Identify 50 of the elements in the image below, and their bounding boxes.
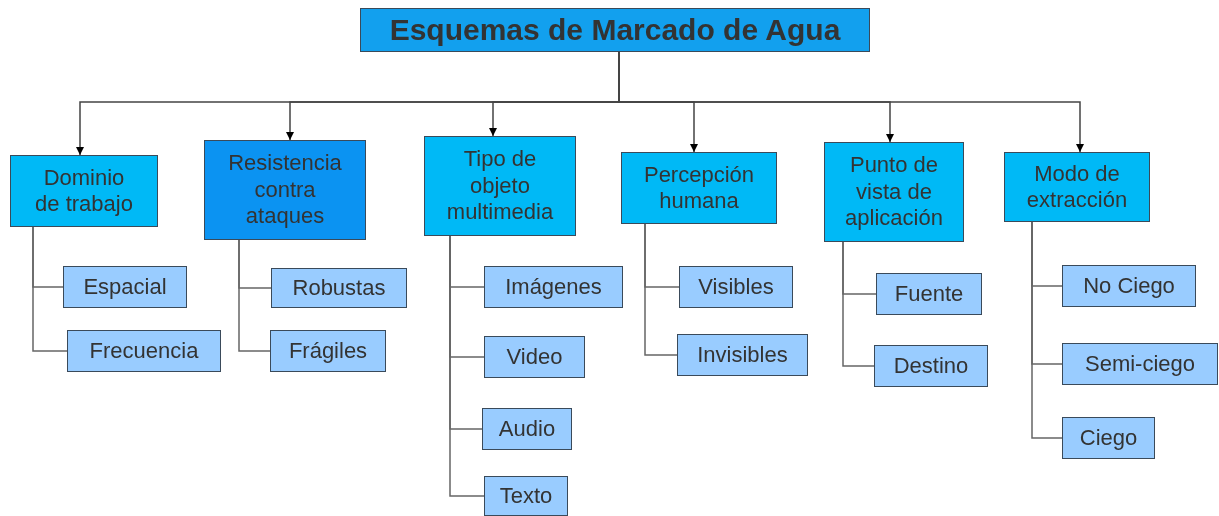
item-box bbox=[484, 336, 585, 378]
item-box bbox=[270, 330, 386, 372]
box-label: Espacial bbox=[83, 273, 167, 301]
box-label: Video bbox=[506, 343, 563, 371]
box-label: Resistencia contra ataques bbox=[227, 150, 343, 230]
item-box bbox=[271, 268, 407, 308]
box-label: Invisibles bbox=[697, 341, 788, 369]
item-box bbox=[1062, 417, 1155, 459]
connector-line bbox=[1031, 221, 1063, 439]
box-label: Visibles bbox=[698, 273, 774, 301]
box-label: Ciego bbox=[1079, 424, 1138, 452]
connector-line bbox=[238, 239, 271, 352]
box-label: Dominio de trabajo bbox=[34, 164, 134, 218]
box-label: Frágiles bbox=[288, 337, 368, 365]
category-box bbox=[10, 155, 158, 227]
box-label: Percepción humana bbox=[642, 161, 756, 215]
category-box bbox=[1004, 152, 1150, 222]
category-box bbox=[424, 136, 576, 236]
item-box bbox=[677, 334, 808, 376]
item-box bbox=[484, 266, 623, 308]
item-box bbox=[67, 330, 221, 372]
box-label: Esquemas de Marcado de Agua bbox=[389, 12, 841, 48]
connector-line bbox=[644, 223, 678, 356]
box-label: Modo de extracción bbox=[1025, 160, 1129, 214]
box-label: Robustas bbox=[292, 274, 386, 302]
connector-line bbox=[449, 235, 485, 497]
box-label: Semi-ciego bbox=[1084, 350, 1195, 378]
title-box bbox=[360, 8, 870, 52]
category-box bbox=[621, 152, 777, 224]
item-box bbox=[63, 266, 187, 308]
connector-line bbox=[842, 241, 875, 367]
box-label: Imágenes bbox=[505, 273, 602, 301]
box-label: Frecuencia bbox=[89, 337, 199, 365]
box-label: Fuente bbox=[894, 280, 964, 308]
category-box bbox=[824, 142, 964, 242]
item-box bbox=[484, 476, 568, 516]
box-label: Tipo de objeto multimedia bbox=[445, 146, 555, 226]
box-label: Destino bbox=[893, 352, 969, 380]
item-box bbox=[876, 273, 982, 315]
box-label: Audio bbox=[498, 415, 556, 443]
item-box bbox=[482, 408, 572, 450]
box-label: Punto de vista de aplicación bbox=[844, 152, 944, 232]
box-label: Texto bbox=[499, 482, 553, 510]
item-box bbox=[1062, 265, 1196, 307]
item-box bbox=[874, 345, 988, 387]
item-box bbox=[679, 266, 793, 308]
connector-line bbox=[32, 226, 68, 352]
box-label: No Ciego bbox=[1083, 272, 1175, 300]
category-box bbox=[204, 140, 366, 240]
item-box bbox=[1062, 343, 1218, 385]
